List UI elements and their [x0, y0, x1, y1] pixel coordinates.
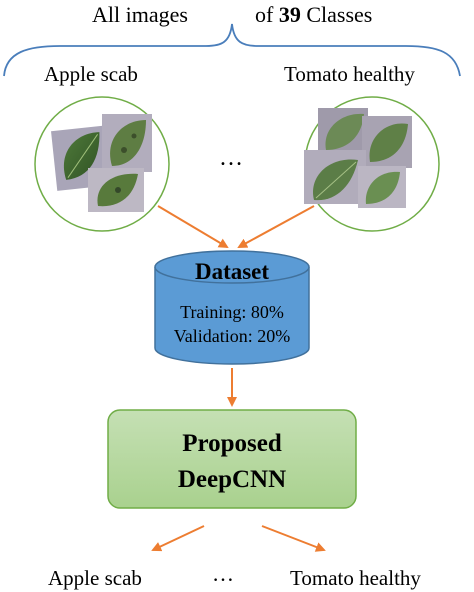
arrow-model-to-first-class [151, 525, 205, 552]
leaf-photo [102, 114, 152, 172]
tomato-healthy-samples [304, 96, 440, 232]
header-all-images: All images [92, 2, 188, 28]
input-class-first: Apple scab [44, 62, 138, 86]
arrow-model-to-last-class [261, 525, 326, 552]
arrow-samples-right-to-dataset [237, 205, 315, 248]
model-name-line2: DeepCNN [178, 466, 286, 493]
leaf-photo [362, 116, 412, 168]
model-name-line1: Proposed [182, 430, 282, 457]
dataset-cylinder [154, 250, 310, 365]
header-of: of [255, 2, 274, 27]
output-class-first: Apple scab [48, 566, 142, 590]
model-box [107, 409, 357, 509]
class-brace [3, 23, 461, 77]
leaf-photo [304, 150, 366, 204]
training-split: Training: 80% [180, 302, 284, 322]
header-class-count: of 39 Classes [255, 2, 372, 28]
leaf-photo [88, 168, 144, 212]
input-class-last: Tomato healthy [284, 62, 415, 86]
dataset-title: Dataset [195, 259, 269, 284]
apple-scab-samples [34, 96, 170, 232]
header-classes: Classes [306, 2, 373, 27]
class-ellipsis: … [219, 145, 243, 171]
leaf-photo [358, 166, 406, 208]
output-ellipsis: … [212, 561, 234, 586]
output-class-last: Tomato healthy [290, 566, 421, 590]
leaf-photo [318, 108, 368, 154]
arrow-samples-left-to-dataset [157, 205, 229, 249]
class-count-number: 39 [278, 2, 301, 27]
validation-split: Validation: 20% [174, 326, 290, 346]
header-left-text: All images [92, 2, 188, 27]
